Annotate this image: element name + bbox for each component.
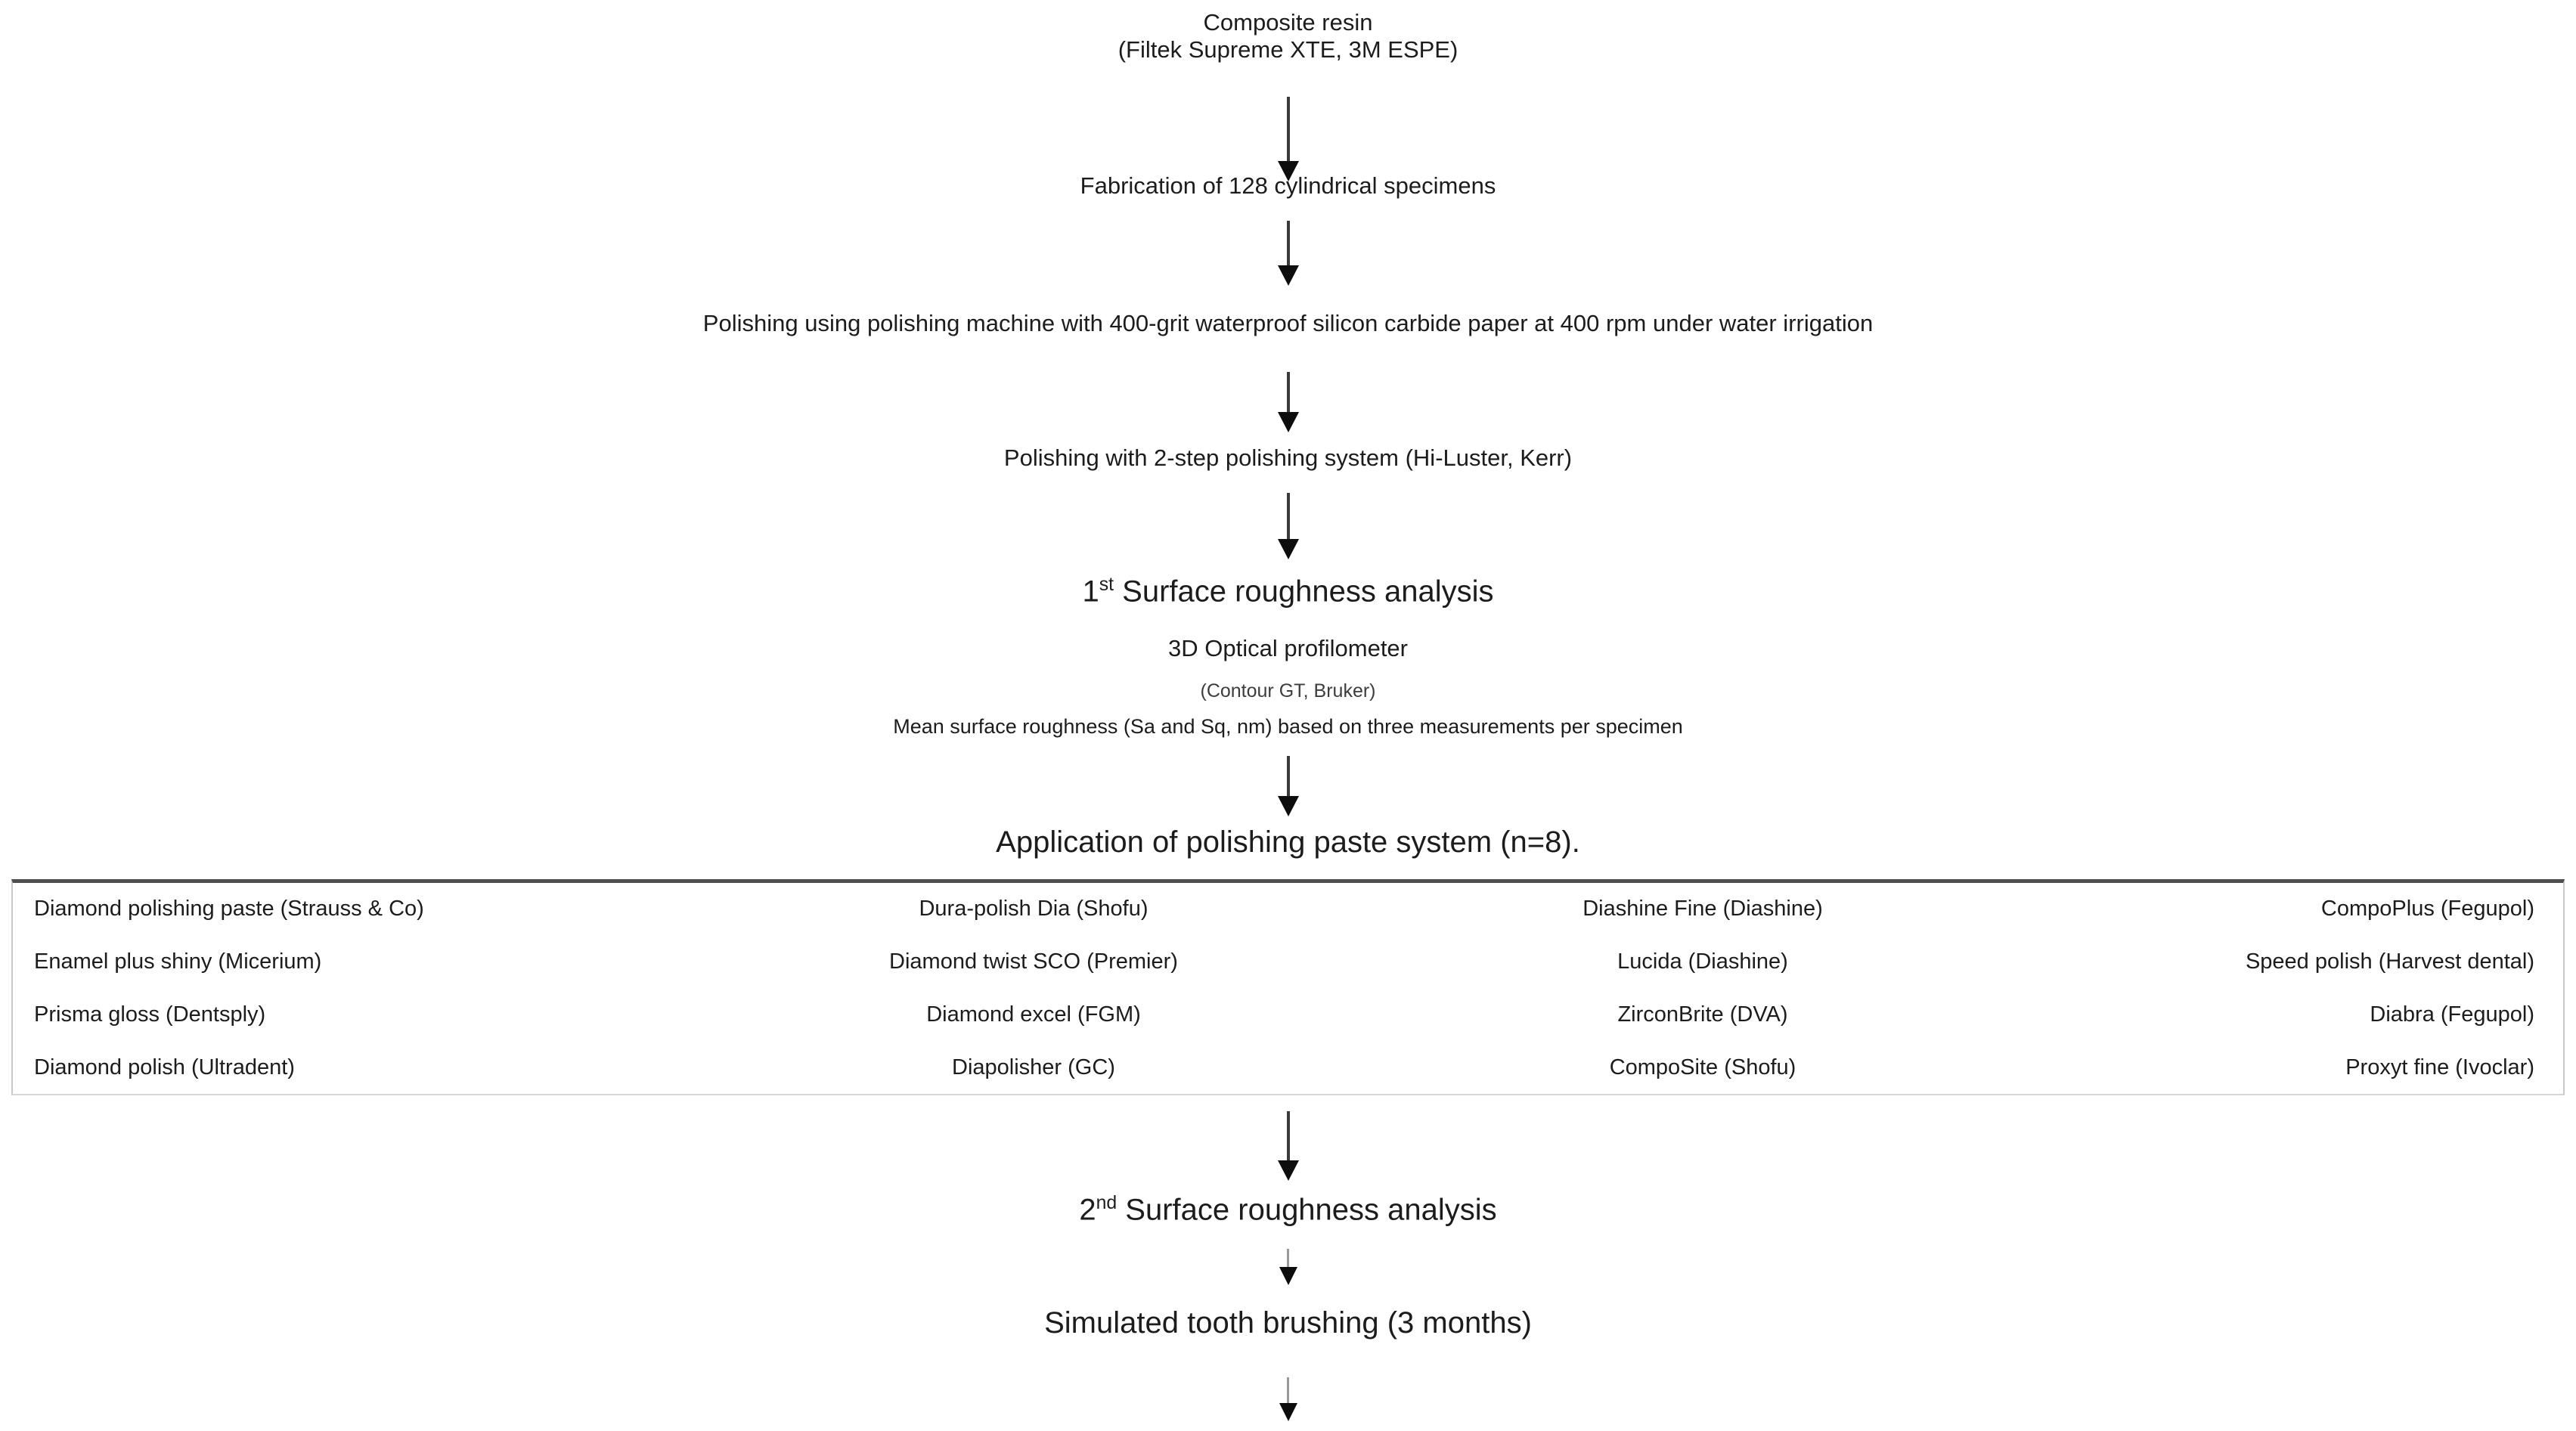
flow-arrow-5 xyxy=(1277,756,1299,816)
second-analysis-ordinal: 2 xyxy=(1079,1193,1096,1227)
arrow-head-icon xyxy=(1277,412,1299,432)
paste-table-cell: Diamond twist SCO (Premier) xyxy=(889,949,1178,974)
first-analysis-ordinal-suffix: st xyxy=(1099,575,1114,595)
arrow-stem xyxy=(1286,756,1290,796)
arrow-head-icon xyxy=(1277,265,1299,286)
arrow-head-icon xyxy=(1277,539,1299,559)
paste-table-cell: CompoPlus (Fegupol) xyxy=(2320,897,2534,921)
arrow-stem xyxy=(1286,372,1290,412)
node-application: Application of polishing paste system (n… xyxy=(996,825,1580,859)
node-machine-polishing: Polishing using polishing machine with 4… xyxy=(702,310,1874,336)
paste-table-cell: ZirconBrite (DVA) xyxy=(1617,1002,1788,1027)
flow-arrow-1 xyxy=(1277,97,1299,181)
node-composite-resin: Composite resin (Filtek Supreme XTE, 3M … xyxy=(1118,9,1458,63)
composite-resin-name: Composite resin xyxy=(1203,9,1373,36)
paste-table-cell: Diamond excel (FGM) xyxy=(926,1002,1141,1027)
flow-arrow-2 xyxy=(1277,221,1299,286)
paste-systems-table: Diamond polishing paste (Strauss & Co) Du… xyxy=(11,879,2565,1095)
arrow-head-icon xyxy=(1277,1160,1299,1181)
first-analysis-ordinal: 1 xyxy=(1082,575,1099,609)
paste-table-cell: Enamel plus shiny (Micerium) xyxy=(34,949,322,974)
paste-table-cell: Diamond polishing paste (Strauss & Co) xyxy=(34,897,424,921)
flow-arrow-7 xyxy=(1279,1249,1297,1285)
node-first-analysis-method: Mean surface roughness (Sa and Sq, nm) b… xyxy=(893,715,1683,738)
arrow-head-icon xyxy=(1279,1267,1297,1285)
arrow-head-icon xyxy=(1277,796,1299,816)
arrow-stem xyxy=(1287,1249,1289,1267)
second-analysis-label: Surface roughness analysis xyxy=(1117,1193,1497,1227)
paste-table-cell: Proxyt fine (Ivoclar) xyxy=(2345,1055,2534,1079)
node-second-analysis-title: 2nd Surface roughness analysis xyxy=(1079,1193,1496,1227)
second-analysis-ordinal-suffix: nd xyxy=(1096,1193,1118,1213)
node-first-analysis-title: 1st Surface roughness analysis xyxy=(1082,575,1493,609)
flow-arrow-4 xyxy=(1277,493,1299,559)
paste-table-cell: Speed polish (Harvest dental) xyxy=(2245,949,2534,974)
arrow-stem xyxy=(1286,221,1290,265)
paste-table-cell: Diamond polish (Ultradent) xyxy=(34,1055,295,1079)
flow-arrow-8 xyxy=(1279,1377,1297,1421)
paste-table-cell: Lucida (Diashine) xyxy=(1617,949,1788,974)
node-fabrication: Fabrication of 128 cylindrical specimens xyxy=(1080,172,1496,199)
node-first-analysis-instrument-detail: (Contour GT, Bruker) xyxy=(1200,680,1376,702)
arrow-head-icon xyxy=(1277,161,1299,181)
paste-table-cell: CompoSite (Shofu) xyxy=(1609,1055,1796,1079)
paste-table-cell: Diashine Fine (Diashine) xyxy=(1582,897,1823,921)
first-analysis-label: Surface roughness analysis xyxy=(1114,575,1494,609)
composite-resin-brand: (Filtek Supreme XTE, 3M ESPE) xyxy=(1118,36,1458,63)
flow-arrow-6 xyxy=(1277,1111,1299,1181)
paste-table-cell: Prisma gloss (Dentsply) xyxy=(34,1002,266,1027)
paste-table-cell: Diapolisher (GC) xyxy=(952,1055,1115,1079)
arrow-head-icon xyxy=(1279,1403,1297,1421)
paste-table-cell: Diabra (Fegupol) xyxy=(2370,1002,2534,1027)
flow-arrow-3 xyxy=(1277,372,1299,432)
node-first-analysis-instrument: 3D Optical profilometer xyxy=(1167,635,1409,661)
arrow-stem xyxy=(1286,97,1290,161)
arrow-stem xyxy=(1286,1111,1290,1160)
paste-table-cell: Dura-polish Dia (Shofu) xyxy=(919,897,1149,921)
node-brushing: Simulated tooth brushing (3 months) xyxy=(1044,1306,1532,1340)
arrow-stem xyxy=(1286,493,1290,539)
arrow-stem xyxy=(1287,1377,1289,1403)
node-two-step-polishing: Polishing with 2-step polishing system (… xyxy=(1003,444,1573,471)
